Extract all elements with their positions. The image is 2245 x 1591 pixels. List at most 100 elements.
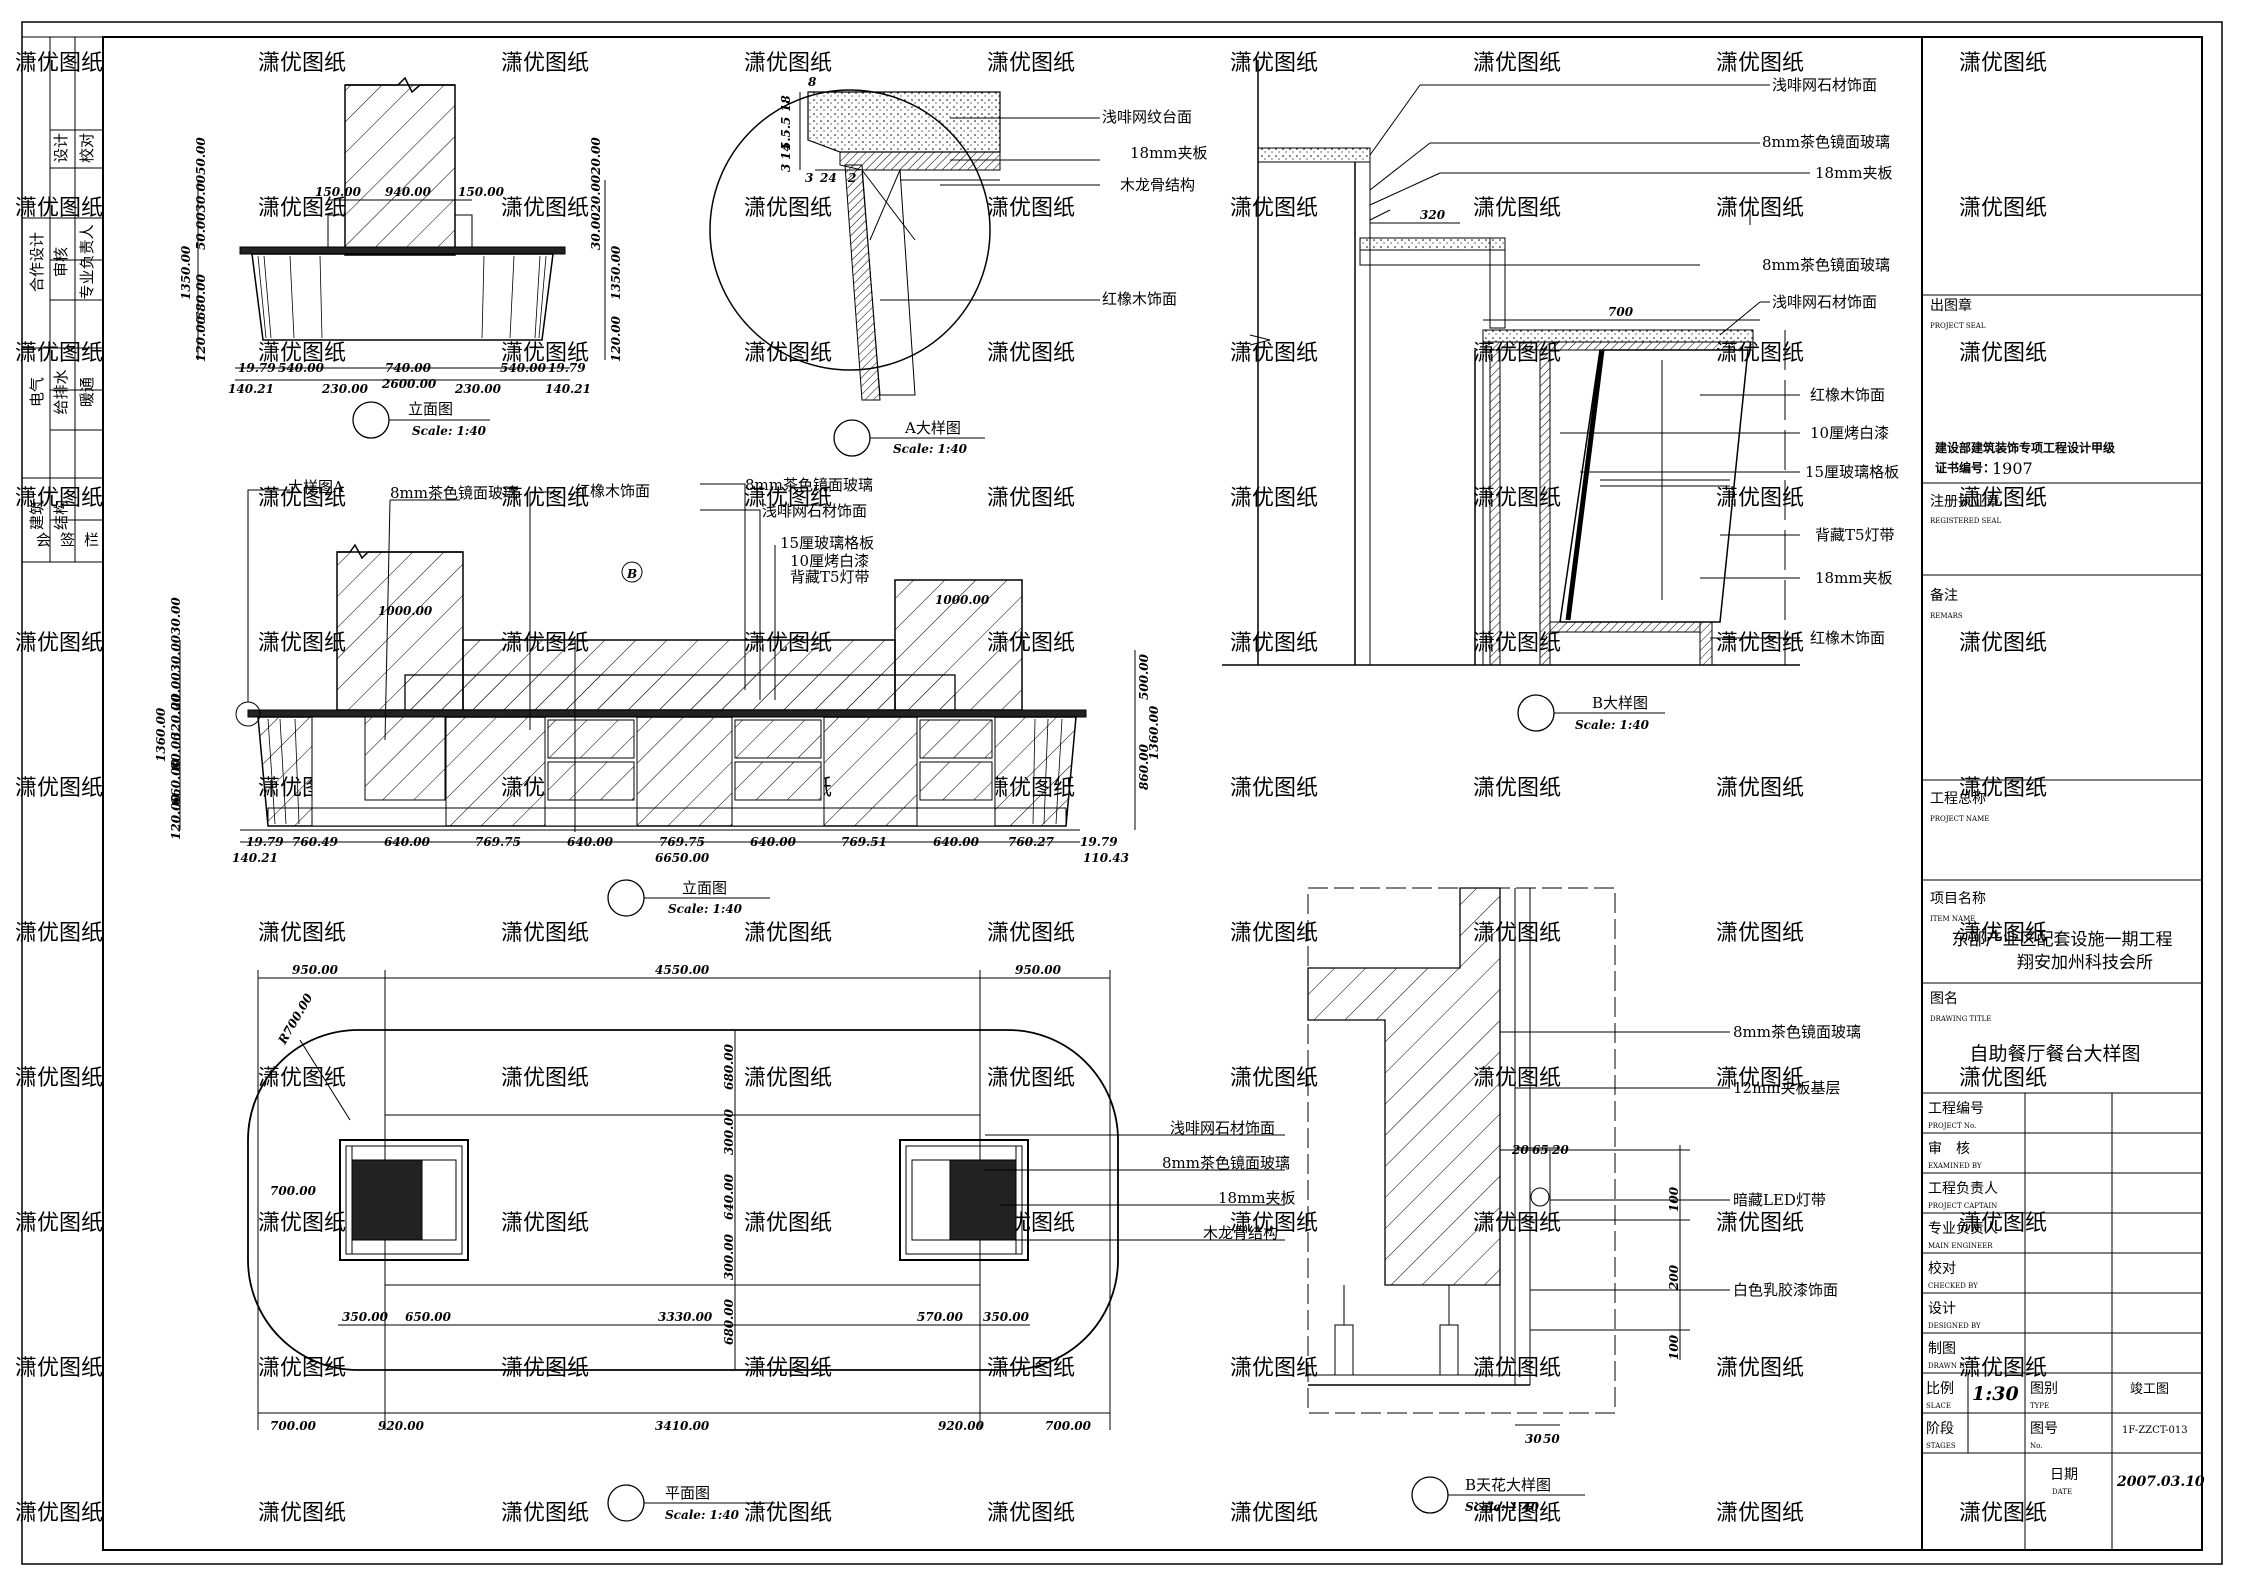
tb-seal: 出图章 [1930,297,1972,314]
watermark-text: 潇优图纸 [501,1501,589,1526]
tb-checked-en: CHECKED BY [1928,1282,1978,1290]
watermark-text: 潇优图纸 [15,631,103,656]
tb-type-en: TYPE [2030,1402,2049,1410]
watermark-text: 潇优图纸 [1959,1211,2047,1236]
watermark-text: 潇优图纸 [258,1501,346,1526]
watermark-text: 潇优图纸 [1230,1211,1318,1236]
leader-label: 红橡木饰面 [575,482,650,500]
title-block: 出图章 PROJECT SEAL 建设部建筑装饰专项工程设计甲级 证书编号： 1… [1921,37,2205,1550]
leader-label: 18mm夹板 [1218,1189,1296,1207]
strip-hvac: 暖通 [78,377,96,407]
dim: 700 [1608,305,1634,319]
watermark-text: 潇优图纸 [744,51,832,76]
dim: 640.00 [750,835,797,849]
watermark-text: 潇优图纸 [1959,631,2047,656]
watermark-text: 潇优图纸 [987,1501,1075,1526]
dim: 300.00 [722,1108,736,1155]
tb-projno: 工程编号 [1928,1101,1984,1117]
watermark-text: 潇优图纸 [1716,486,1804,511]
dim: 860.00 [1137,743,1151,790]
dim: 1350.00 [179,245,193,300]
leader-label: 大样图A [288,478,344,496]
watermark-text: 潇优图纸 [744,486,832,511]
leader-label: 白色乳胶漆饰面 [1733,1281,1838,1299]
watermark-text: 潇优图纸 [258,1066,346,1091]
dim: 150.00 [458,185,505,199]
watermark-text: 潇优图纸 [1959,921,2047,946]
leader-label: 12mm夹板基层 [1733,1079,1841,1097]
dim: 19.79 [246,835,284,849]
tb-project: 工程总称 [1930,791,1986,807]
view-title: B大样图 [1592,694,1648,712]
leader-label: 15厘玻璃格板 [1805,463,1899,481]
tb-projno-en: PROJECT No. [1928,1122,1976,1130]
strip-qian: 签 [60,531,75,549]
watermark-text: 潇优图纸 [258,631,346,656]
watermark-text: 潇优图纸 [1716,1211,1804,1236]
dim: 540.00 [278,361,325,375]
watermark-text: 潇优图纸 [1716,631,1804,656]
strip-lead: 专业负责人 [78,224,96,299]
dim: 50.0030.0050.00 [194,137,208,250]
watermark-text: 潇优图纸 [258,51,346,76]
watermark-text: 潇优图纸 [1716,196,1804,221]
dim: 18 [779,95,793,112]
strip-hui: 会 [36,531,51,549]
dim: 20 [1511,1143,1529,1157]
outer-border [21,21,2223,1565]
dim: 50 [1543,1432,1560,1446]
tb-stage-en: STAGES [1926,1442,1956,1450]
view-scale: Scale: 1:40 [412,424,487,438]
ceiling-detail-b: 20 65 20 100 200 100 30 50 8mm茶色镜面玻璃 12m… [1307,887,1861,1514]
watermark-text: 潇优图纸 [1959,341,2047,366]
tb-examined-en: EXAMINED BY [1928,1162,1982,1170]
watermark-text: 潇优图纸 [1230,486,1318,511]
watermark-text: 潇优图纸 [1473,776,1561,801]
dim: 1360.00 [1147,705,1161,760]
dim: 769.51 [841,835,887,849]
tb-date-en: DATE [2052,1488,2072,1496]
leader-label: 8mm茶色镜面玻璃 [390,484,518,502]
tb-seal-en: PROJECT SEAL [1930,322,1986,330]
watermark-text: 潇优图纸 [1230,51,1318,76]
tb-remarks-en: REMARS [1930,612,1963,620]
tb-project-en: PROJECT NAME [1930,815,1989,823]
dim: 140.21 [545,382,591,396]
view-title: B天花大样图 [1465,1476,1551,1494]
dim: 660.00 [169,758,183,805]
dim: 320.00 [169,693,183,740]
watermark-text: 潇优图纸 [1716,776,1804,801]
watermark-text: 潇优图纸 [1230,776,1318,801]
watermark-text: 潇优图纸 [1230,631,1318,656]
leader-label: 8mm茶色镜面玻璃 [745,476,873,494]
watermark-text: 潇优图纸 [15,776,103,801]
dim: 30.0020.0020.00 [589,137,603,250]
tb-drawn: 制图 [1928,1341,1956,1357]
dim: 700.00 [1045,1419,1092,1433]
leader-label: 10厘烤白漆 [790,552,869,570]
tb-type-value: 竣工图 [2130,1382,2169,1397]
dim: 320 [1420,208,1446,222]
leader-label: 10厘烤白漆 [1810,424,1889,442]
tb-number-en: No. [2030,1442,2042,1450]
watermark-text: 潇优图纸 [987,341,1075,366]
dim: 14 [779,143,793,160]
leader-label: 背藏T5灯带 [790,568,870,586]
watermark-text: 潇优图纸 [1473,196,1561,221]
strip-arch: 建筑 [28,500,46,530]
tb-item: 项目名称 [1930,891,1986,907]
dim: 640.00 [567,835,614,849]
dim: 120.00 [194,315,208,362]
dim: 760.49 [292,835,339,849]
dim: 920.00 [938,1419,985,1433]
leader-label: 浅啡网石材饰面 [762,502,867,520]
dim: 200 [1667,1264,1681,1291]
leader-label: 红橡木饰面 [1102,290,1177,308]
watermark-text: 潇优图纸 [1959,1356,2047,1381]
tb-mainen: 专业负责人 [1928,1221,1998,1237]
dim: 150.00 [315,185,362,199]
dim: 120.00 [169,793,183,840]
watermark-text: 潇优图纸 [1716,1356,1804,1381]
tb-captain-en: PROJECT CAPTAIN [1928,1202,1997,1210]
